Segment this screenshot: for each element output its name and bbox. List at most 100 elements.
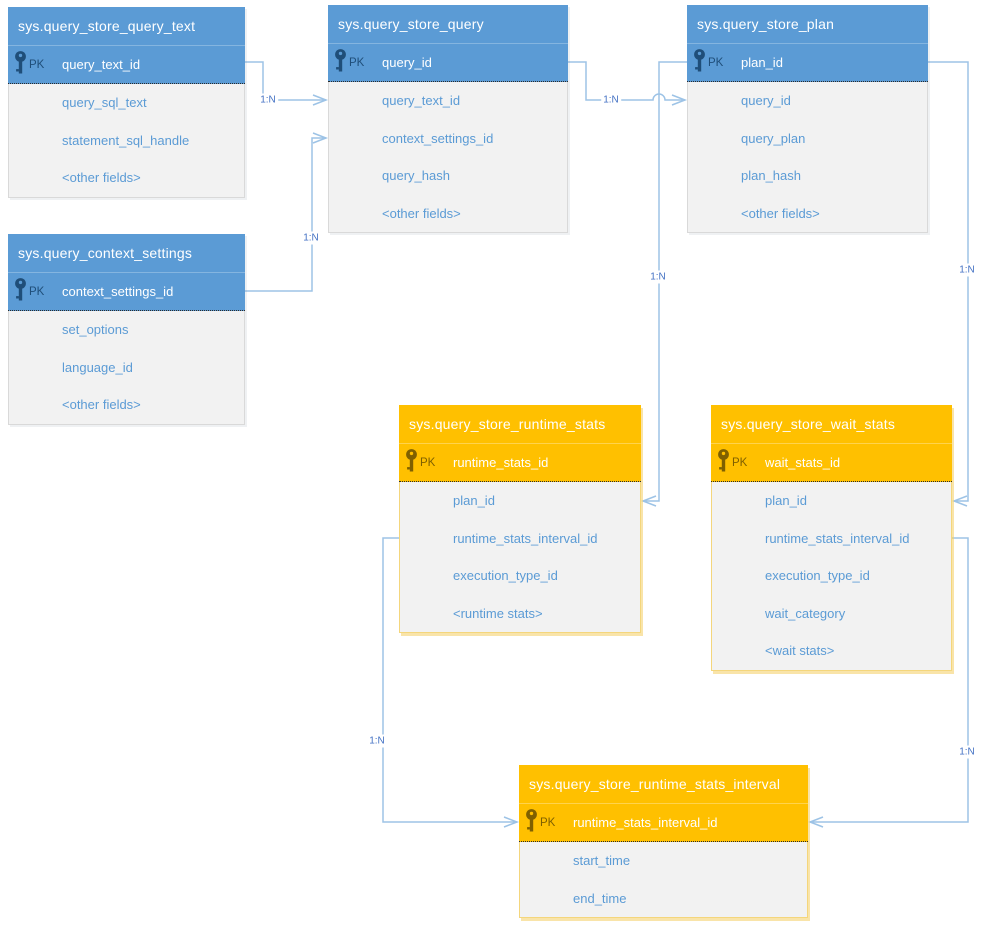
pk-tag: PK	[420, 456, 436, 469]
field-name: <other fields>	[62, 170, 141, 186]
field-name: start_time	[573, 853, 631, 869]
field-row[interactable]: <wait stats>	[712, 632, 951, 670]
field-row[interactable]: query_text_id	[329, 82, 567, 120]
key-icon-wrap	[525, 808, 538, 837]
key-icon-wrap	[14, 277, 27, 306]
relationship-contextsettings-query-line[interactable]	[245, 137, 326, 292]
pk-tag: PK	[29, 58, 45, 71]
field-row[interactable]: wait_category	[712, 595, 951, 633]
table-title-bar[interactable]: sys.query_store_query_text	[8, 7, 245, 45]
field-row[interactable]: <other fields>	[688, 195, 927, 233]
field-name: query_hash	[382, 168, 450, 184]
field-name: context_settings_id	[382, 130, 494, 146]
field-name: wait_category	[765, 605, 846, 621]
field-name: end_time	[573, 890, 627, 906]
field-row[interactable]: <other fields>	[9, 159, 244, 197]
table-title-bar[interactable]: sys.query_store_plan	[687, 5, 928, 43]
field-row[interactable]: plan_id	[712, 482, 951, 520]
cardinality-label: 1:N	[301, 231, 321, 245]
many-arrowhead-icon	[503, 816, 520, 828]
primary-key-icon	[694, 48, 705, 71]
field-row[interactable]: set_options	[9, 311, 244, 349]
field-row[interactable]: plan_id	[400, 482, 640, 520]
field-row[interactable]: language_id	[9, 349, 244, 387]
field-row[interactable]: <other fields>	[9, 386, 244, 424]
relationship-plan-waitstats-line[interactable]	[928, 61, 969, 502]
table-title-bar[interactable]: sys.query_store_runtime_stats_interval	[519, 765, 808, 803]
cardinality-label: 1:N	[957, 745, 977, 759]
table-title-bar[interactable]: sys.query_context_settings	[8, 234, 245, 272]
primary-key-icon	[15, 50, 26, 73]
table-name: sys.query_store_runtime_stats_interval	[529, 776, 781, 792]
field-name: set_options	[62, 322, 129, 338]
field-row[interactable]: plan_hash	[688, 157, 927, 195]
many-arrowhead-icon	[312, 132, 329, 144]
table-title-bar[interactable]: sys.query_store_query	[328, 5, 568, 43]
field-name: query_id	[741, 93, 791, 109]
relationship-waitstats-interval-line[interactable]	[810, 537, 969, 823]
field-row[interactable]: start_time	[520, 842, 807, 880]
key-icon-wrap	[693, 48, 706, 77]
table-name: sys.query_store_plan	[697, 16, 835, 32]
field-row[interactable]: query_plan	[688, 120, 927, 158]
field-name: statement_sql_handle	[62, 132, 190, 148]
field-row[interactable]: runtime_stats_interval_id	[400, 520, 640, 558]
field-row[interactable]: <runtime stats>	[400, 595, 640, 633]
field-name: plan_id	[453, 493, 495, 509]
field-row[interactable]: query_id	[688, 82, 927, 120]
field-name: <other fields>	[382, 205, 461, 221]
field-row[interactable]: end_time	[520, 880, 807, 918]
table-name: sys.query_store_query_text	[18, 18, 196, 34]
pk-field-name: query_id	[382, 55, 432, 70]
relationship-runtimestats-interval-line[interactable]	[382, 537, 517, 823]
cardinality-label: 1:N	[258, 93, 278, 107]
cardinality-label: 1:N	[601, 93, 621, 107]
key-icon-wrap	[405, 448, 418, 477]
table-title-bar[interactable]: sys.query_store_runtime_stats	[399, 405, 641, 443]
table-name: sys.query_store_wait_stats	[721, 416, 896, 432]
field-name: execution_type_id	[765, 568, 870, 584]
field-row[interactable]: statement_sql_handle	[9, 122, 244, 160]
pk-tag: PK	[732, 456, 748, 469]
primary-key-icon	[15, 277, 26, 300]
table-name: sys.query_store_runtime_stats	[409, 416, 606, 432]
field-row[interactable]: execution_type_id	[712, 557, 951, 595]
field-row[interactable]: query_sql_text	[9, 84, 244, 122]
field-row[interactable]: <other fields>	[329, 195, 567, 233]
field-row[interactable]: context_settings_id	[329, 120, 567, 158]
field-row[interactable]: query_hash	[329, 157, 567, 195]
field-row[interactable]: execution_type_id	[400, 557, 640, 595]
relationship-query-plan-line[interactable]	[568, 61, 685, 101]
many-arrowhead-icon	[671, 94, 688, 106]
many-arrowhead-icon	[312, 94, 329, 106]
table-title-bar[interactable]: sys.query_store_wait_stats	[711, 405, 952, 443]
field-name: execution_type_id	[453, 568, 558, 584]
many-arrowhead-icon	[807, 816, 824, 828]
table-fields-body: query_text_id context_settings_id query_ha…	[328, 82, 568, 233]
cardinality-label: 1:N	[648, 270, 668, 284]
relationship-querytext-query-line[interactable]	[245, 61, 326, 101]
cardinality-label: 1:N	[957, 263, 977, 277]
primary-key-icon	[406, 448, 417, 471]
field-row[interactable]: runtime_stats_interval_id	[712, 520, 951, 558]
pk-field-name: wait_stats_id	[765, 455, 841, 470]
primary-key-row[interactable]: PK wait_stats_id	[711, 443, 952, 482]
field-name: language_id	[62, 359, 133, 375]
table-name: sys.query_store_query	[338, 16, 484, 32]
